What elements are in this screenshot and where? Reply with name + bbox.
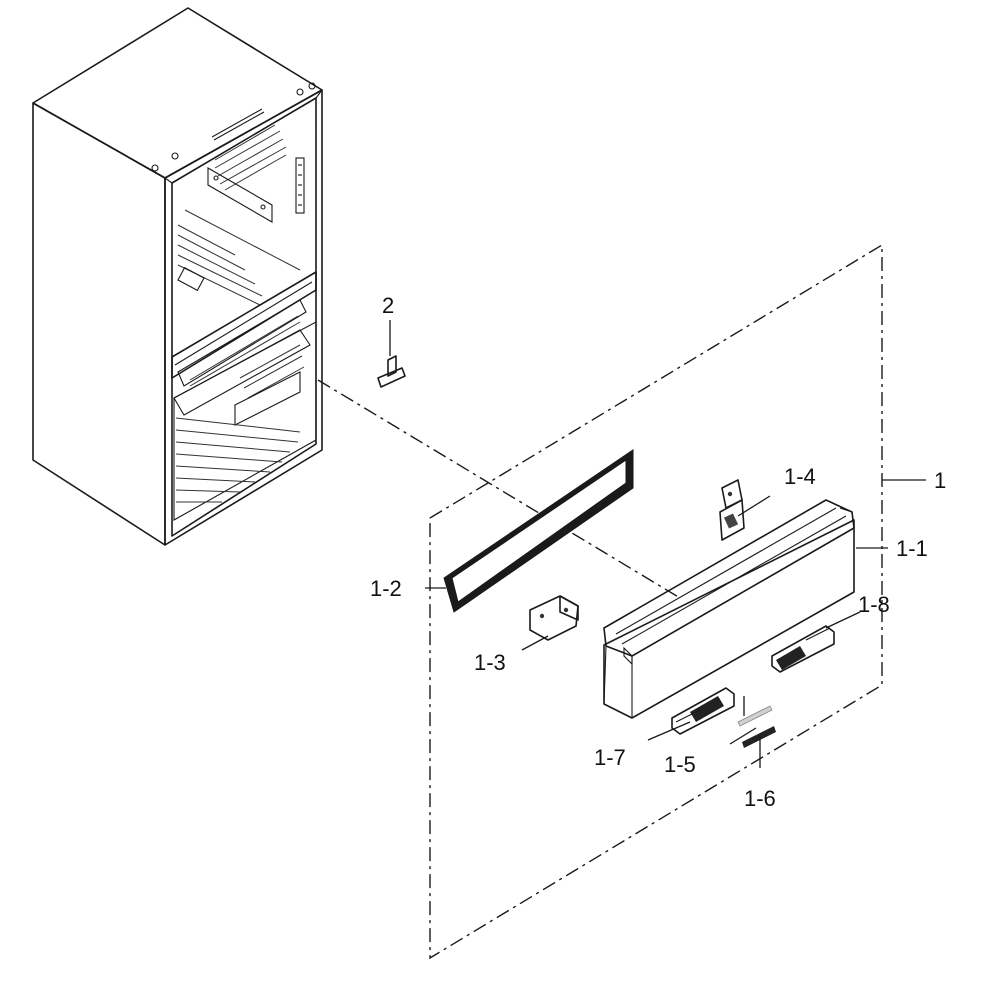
part-1-3-hinge [529, 595, 579, 641]
leader-lines [425, 479, 926, 768]
label-part-1-1: 1-1 [896, 536, 928, 561]
part-labels: 1 1-1 1-2 1-3 1-4 1-5 1-6 1-7 1-8 2 [370, 293, 946, 811]
lower-compartment [173, 321, 317, 521]
part-1-7-slide [671, 687, 735, 735]
part-1-8-slide [771, 625, 835, 673]
assembly-centerline [317, 379, 681, 599]
part-1-1-drawer-front [603, 499, 855, 719]
label-part-1-7: 1-7 [594, 745, 626, 770]
mullion-divider [171, 271, 317, 387]
label-part-1-8: 1-8 [858, 592, 890, 617]
label-part-1-2: 1-2 [370, 576, 402, 601]
upper-compartment [177, 124, 305, 306]
label-part-1-3: 1-3 [474, 650, 506, 675]
label-part-1-5: 1-5 [664, 752, 696, 777]
label-part-1-6: 1-6 [744, 786, 776, 811]
part-2-bracket [377, 320, 406, 388]
label-part-2: 2 [382, 293, 394, 318]
part-1-5-strip [737, 705, 773, 727]
assembly-boundary [429, 243, 883, 960]
label-part-1-4: 1-4 [784, 464, 816, 489]
part-1-6-strip [742, 726, 776, 748]
part-1-2-gasket [443, 449, 634, 613]
label-part-1: 1 [934, 468, 946, 493]
part-1-4-hinge [719, 479, 745, 541]
refrigerator-cabinet [32, 7, 323, 546]
